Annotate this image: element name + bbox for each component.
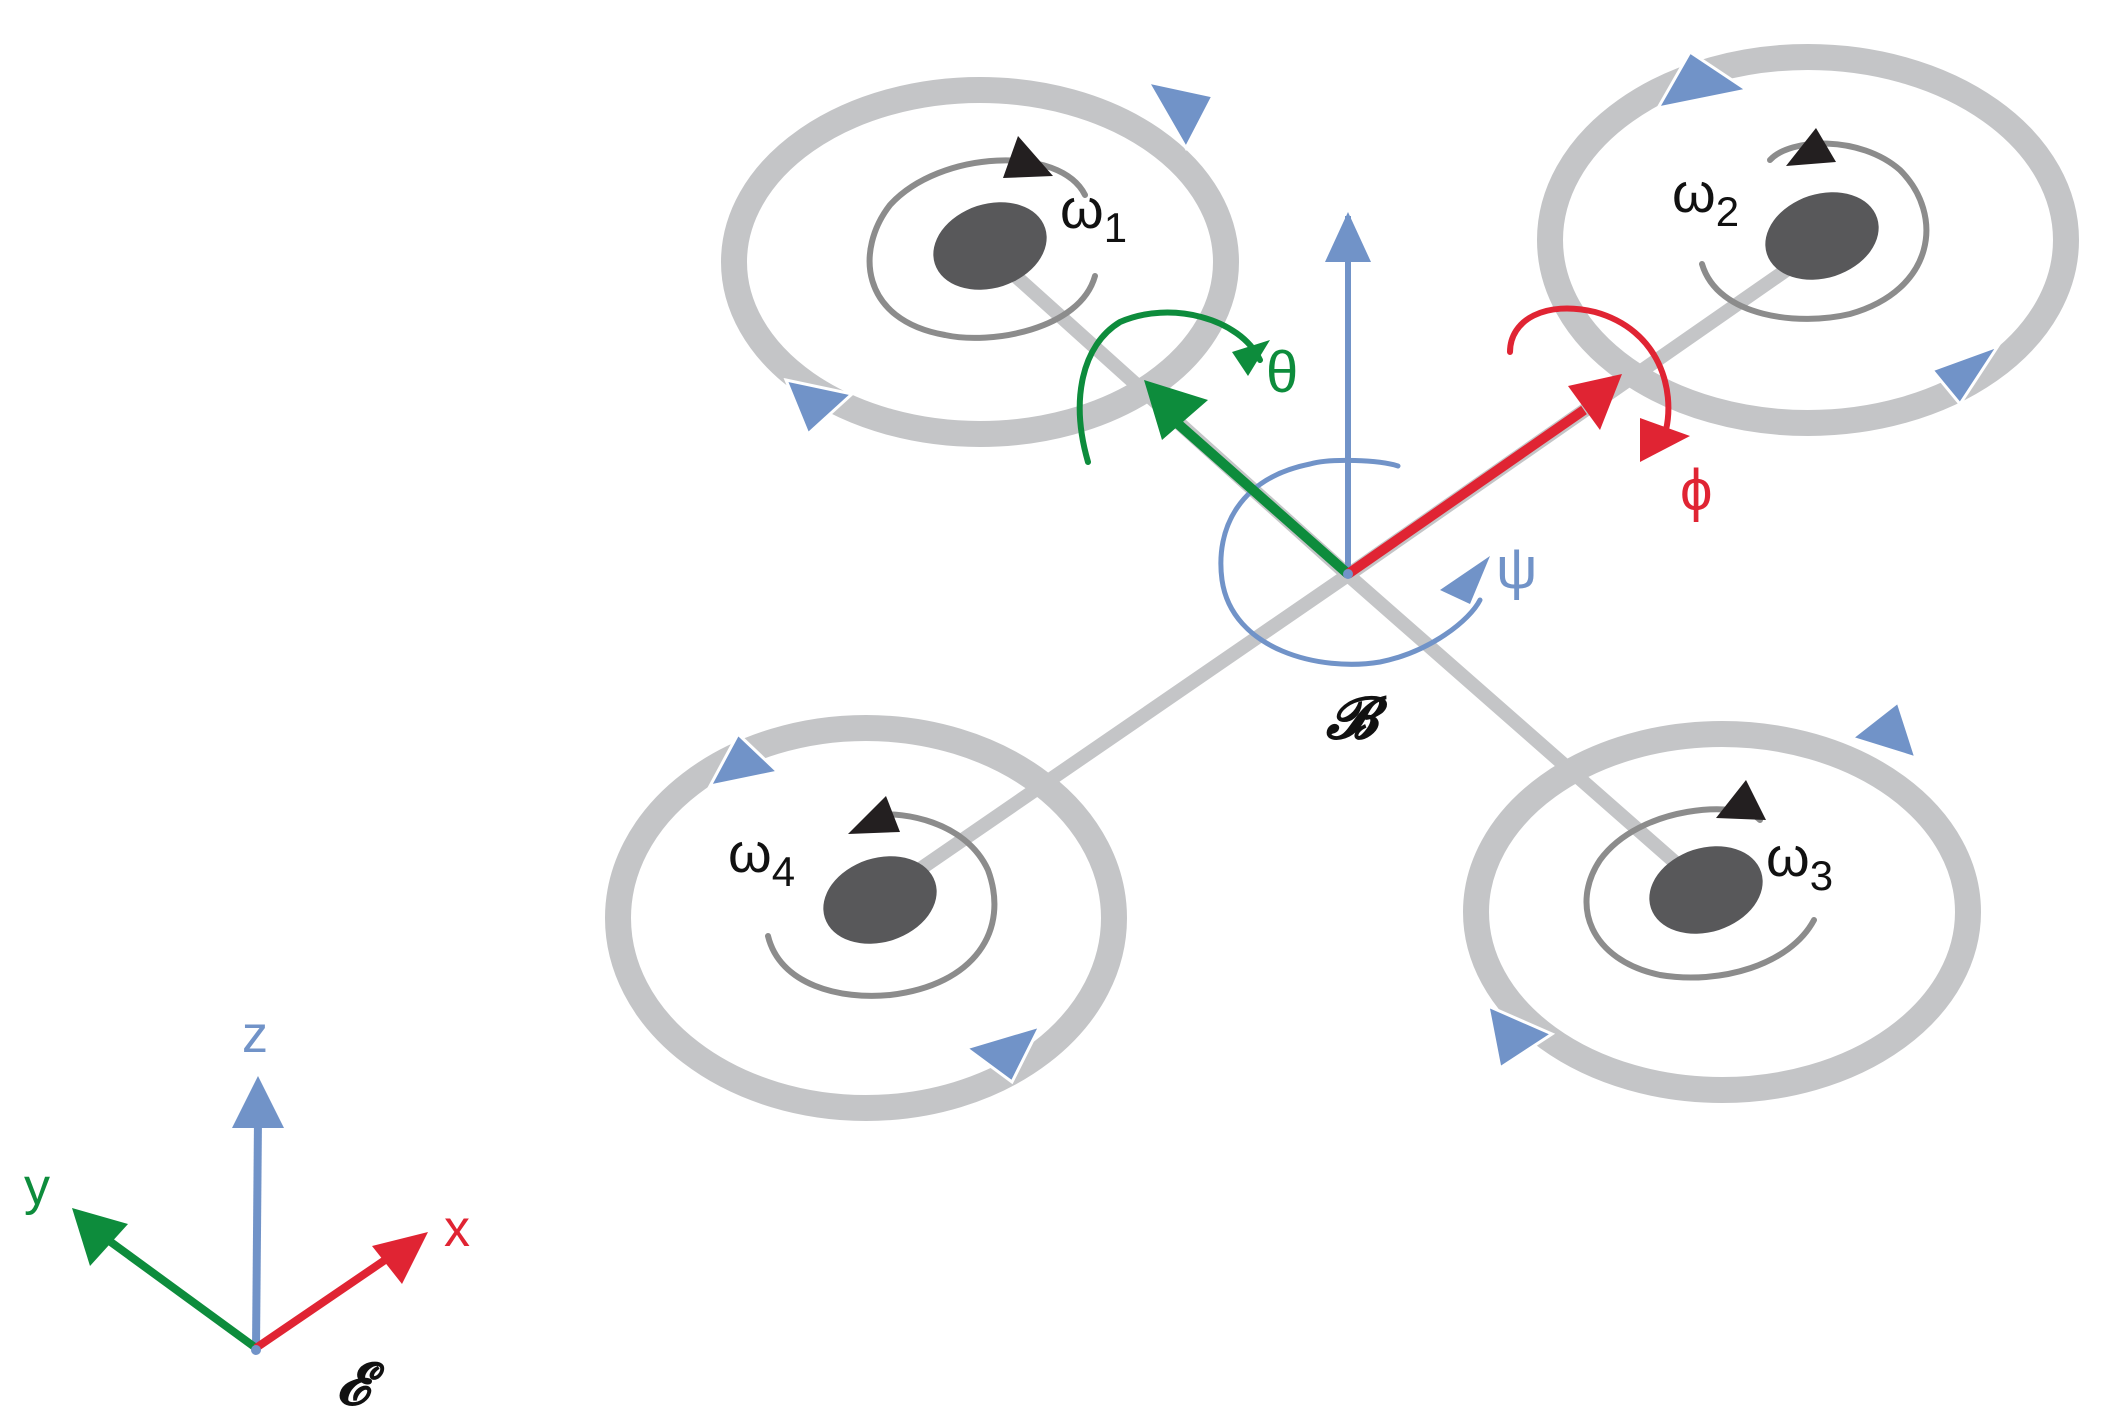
earth-x-arrow-head <box>372 1232 428 1284</box>
pitch-arc <box>1076 309 1263 465</box>
body-y-axis <box>1164 411 1352 578</box>
yaw-arc <box>1218 457 1483 667</box>
body-origin <box>1343 569 1353 579</box>
propeller-rotation-arrow <box>1929 343 2002 407</box>
rotor-1: ω1 <box>721 77 1239 447</box>
propeller-ring-1 <box>721 77 1239 447</box>
rotor-label-3: ω3 <box>1766 825 1833 899</box>
earth-frame-label: 𝓔 <box>336 1350 386 1418</box>
motor-disc-3 <box>1649 846 1763 934</box>
propeller-rotation-arrow <box>1485 1003 1556 1071</box>
body-x-arrow-head <box>1568 374 1622 430</box>
motor-disc-4 <box>823 856 937 944</box>
propeller-rotation-arrow <box>707 731 782 789</box>
rotor-2: ω2 <box>1537 44 2079 436</box>
rotor-circle-4 <box>765 811 998 999</box>
rotor-4: ω4 <box>605 715 1127 1121</box>
roll-label: ϕ <box>1680 458 1712 523</box>
yaw-label: ψ <box>1496 536 1537 601</box>
body-x-axis <box>1345 405 1587 579</box>
motor-disc-2 <box>1765 192 1879 280</box>
propeller-rotation-arrow <box>1848 699 1919 761</box>
earth-y-arrow-head <box>72 1208 128 1266</box>
propeller-rotation-arrow <box>1145 79 1216 152</box>
arm-rotor-3 <box>1341 568 1725 907</box>
earth-origin <box>251 1345 261 1355</box>
arm-rotor-4 <box>871 568 1355 905</box>
roll-arc <box>1507 305 1672 433</box>
earth-z-label: z <box>242 1006 268 1064</box>
body-frame-label: 𝓑 <box>1325 684 1389 752</box>
earth-x-axis <box>253 1254 391 1352</box>
propeller-rotation-arrow <box>1655 49 1751 111</box>
body-y-arrow-head <box>1144 380 1208 440</box>
body-z-arrow-head <box>1325 212 1371 262</box>
pitch-label: θ <box>1266 340 1298 405</box>
body-frame: θ ϕ ψ 𝓑 <box>1076 212 1712 752</box>
rotor-circle-2 <box>1699 140 1930 322</box>
roll-arrow-head <box>1640 418 1690 462</box>
spin-arrow-2 <box>1786 128 1836 166</box>
propeller-ring-3 <box>1463 721 1981 1103</box>
rotor-label-2: ω2 <box>1672 161 1739 235</box>
rotor-label-4: ω4 <box>728 821 795 895</box>
rotor-circle-3 <box>1583 806 1817 981</box>
rotor-3: ω3 <box>1463 699 1981 1103</box>
earth-frame: z y x 𝓔 <box>24 1006 470 1418</box>
earth-z-arrow-head <box>232 1076 284 1128</box>
propeller-ring-2 <box>1537 44 2079 436</box>
earth-x-label: x <box>444 1200 470 1258</box>
rotor-label-1: ω1 <box>1060 177 1127 251</box>
propeller-rotation-arrow <box>783 377 856 437</box>
earth-y-axis <box>105 1236 259 1352</box>
spin-arrow-3 <box>1716 780 1766 820</box>
rotor-circle-1 <box>866 157 1098 341</box>
propeller-rotation-arrow <box>962 1023 1043 1085</box>
earth-y-label: y <box>24 1158 50 1216</box>
earth-z-axis <box>252 1117 262 1349</box>
spin-arrow-1 <box>1003 136 1053 178</box>
motor-disc-1 <box>933 202 1047 290</box>
yaw-arrow-head <box>1440 556 1490 604</box>
spin-arrow-4 <box>848 796 900 834</box>
pitch-arrow-head <box>1232 340 1270 376</box>
propeller-ring-4 <box>605 715 1127 1121</box>
